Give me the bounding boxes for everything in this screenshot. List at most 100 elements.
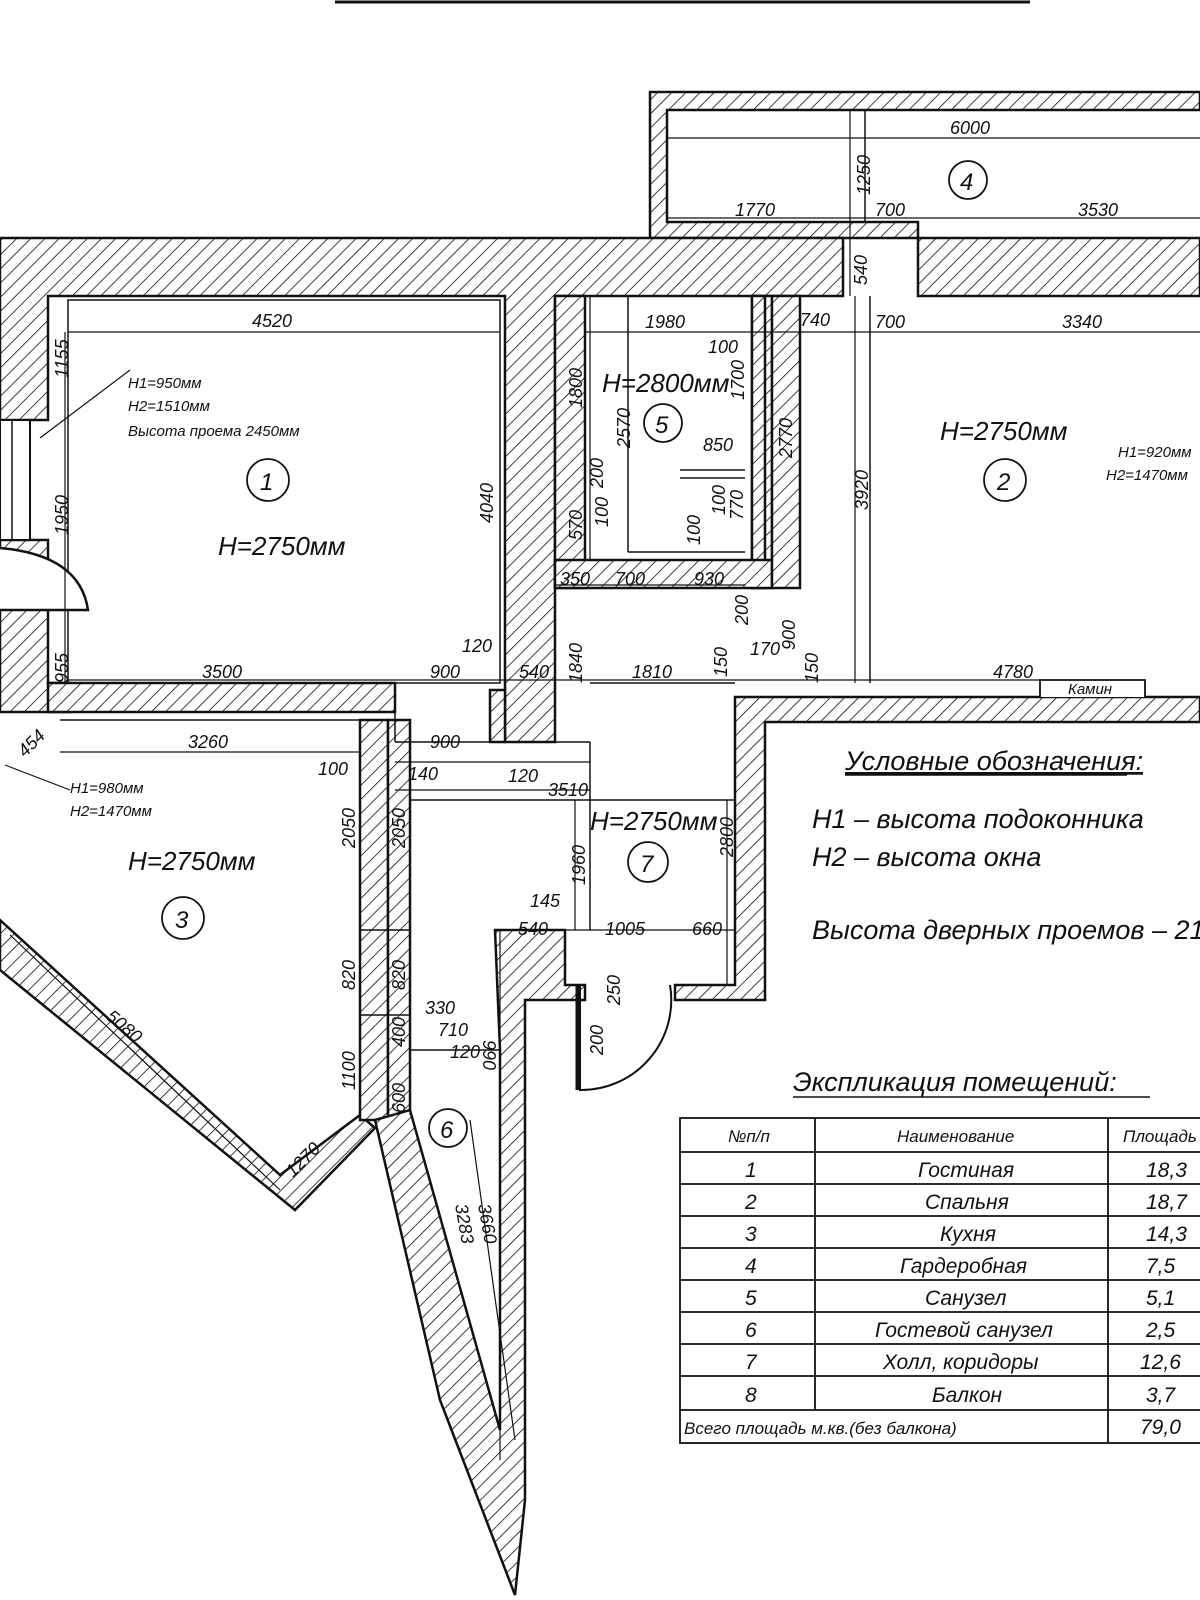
room-1-number: 1 <box>260 469 273 496</box>
dimension-label: 710 <box>438 1020 468 1040</box>
table-cell: Кухня <box>940 1223 996 1246</box>
table-cell: Спальня <box>925 1191 1009 1214</box>
wall-room3-right-inner <box>386 718 412 1122</box>
table-cell: 2 <box>744 1191 757 1214</box>
table-cell: 14,3 <box>1146 1223 1187 1246</box>
legend-door-note: Высота дверных проемов – 210 <box>812 915 1200 945</box>
table-cell: 8 <box>745 1384 757 1407</box>
table-cell: 2,5 <box>1145 1319 1176 1342</box>
dimension-label: 1100 <box>339 1051 359 1090</box>
wall-bath5-left <box>553 294 587 590</box>
dimension-label: 740 <box>800 310 830 330</box>
dimension-label: 4040 <box>477 483 497 523</box>
dimension-label: 3510 <box>548 780 588 800</box>
table-cell: 4 <box>745 1255 757 1278</box>
dimension-label: 900 <box>430 732 460 752</box>
dimension-label: 1950 <box>52 495 72 535</box>
table-cell: Холл, коридоры <box>882 1351 1039 1374</box>
dimension-label: 150 <box>711 647 731 677</box>
dimension-label: 990 <box>479 1040 499 1070</box>
table-cell: 7 <box>745 1351 758 1374</box>
room-3-height: H=2750мм <box>128 846 256 876</box>
dimension-label: 1840 <box>566 643 586 683</box>
wall-hall-left <box>488 688 507 744</box>
table-cell: 18,3 <box>1146 1159 1187 1182</box>
table-cell: Всего площадь м.кв.(без балкона) <box>684 1419 957 1438</box>
dimension-label: 4520 <box>252 311 292 331</box>
table-cell: 6 <box>745 1319 757 1342</box>
explication-table <box>679 1117 1200 1444</box>
wall-room3-right <box>358 718 390 1122</box>
table-row: 7 Холл, коридоры 12,6 <box>745 1351 1181 1374</box>
room-5-height: H=2800мм <box>602 368 730 398</box>
room1-window-opening: Высота проема 2450мм <box>128 423 300 440</box>
fireplace-label: Камин <box>1068 681 1112 698</box>
dimension-label: 454 <box>14 725 49 760</box>
room-2-height: H=2750мм <box>940 416 1068 446</box>
room2-window-h1: H1=920мм <box>1118 444 1192 461</box>
dimension-label: 170 <box>750 639 780 659</box>
table-row: 6 Гостевой санузел 2,5 <box>745 1319 1176 1342</box>
room2-window-h2: H2=1470мм <box>1106 467 1188 484</box>
table-row: 4 Гардеробная 7,5 <box>745 1255 1176 1278</box>
dimension-label: 3500 <box>202 662 242 682</box>
table-header-area: Площадь <box>1123 1127 1197 1146</box>
room1-window-h2: H2=1510мм <box>128 398 210 415</box>
dimension-label: 120 <box>508 766 538 786</box>
table-row: 8 Балкон 3,7 <box>745 1384 1177 1407</box>
room-3-number: 3 <box>175 907 189 934</box>
table-cell: Гостиная <box>918 1159 1014 1182</box>
legend-h1: H1 – высота подоконника <box>812 804 1144 834</box>
room-markers: 1 2 3 4 5 6 7 <box>161 160 1027 1148</box>
wall-top-right <box>916 236 1200 298</box>
dimension-label: 100 <box>708 337 738 357</box>
wall-room3-outer <box>0 918 377 1212</box>
dimension-label: 540 <box>851 255 871 285</box>
dimension-label: 100 <box>684 515 704 545</box>
dimension-label: 100 <box>709 485 729 515</box>
dimension-label: 330 <box>425 998 455 1018</box>
dimension-label: 2770 <box>776 418 796 459</box>
table-row: 5 Санузел 5,1 <box>745 1287 1175 1310</box>
fireplace: Камин <box>1039 679 1146 698</box>
dimension-label: 120 <box>462 636 492 656</box>
dimension-label: 2800 <box>717 817 737 858</box>
legend: Условные обозначения: H1 – высота подоко… <box>812 746 1200 945</box>
room3-window-h2: H2=1470мм <box>70 803 152 820</box>
dimension-label: 1810 <box>632 662 672 682</box>
dimension-label: 120 <box>450 1042 480 1062</box>
dimension-label: 900 <box>430 662 460 682</box>
dimension-label: 1005 <box>605 919 646 939</box>
dimension-label: 600 <box>389 1083 409 1113</box>
table-header-name: Наименование <box>897 1127 1014 1146</box>
room-7-number: 7 <box>640 851 655 878</box>
room-4-number: 4 <box>960 169 973 196</box>
dimension-label: 1250 <box>854 155 874 195</box>
table-cell: 79,0 <box>1140 1416 1181 1439</box>
dimension-label: 200 <box>732 595 752 626</box>
table-cell: Балкон <box>932 1384 1003 1407</box>
dimension-lines <box>4 110 1200 1460</box>
table-total-row: Всего площадь м.кв.(без балкона) 79,0 <box>684 1416 1181 1439</box>
dimension-label: 100 <box>318 759 348 779</box>
entrance-door <box>575 984 673 1092</box>
table-cell: 5,1 <box>1146 1287 1175 1310</box>
table-cell: 7,5 <box>1146 1255 1176 1278</box>
table-cell: 18,7 <box>1146 1191 1188 1214</box>
dimension-label: 2570 <box>614 408 634 449</box>
legend-title: Условные обозначения: <box>844 746 1143 776</box>
table-cell: Санузел <box>925 1287 1007 1310</box>
table-cell: 1 <box>745 1159 757 1182</box>
explication-title: Экспликация помещений: <box>793 1067 1117 1097</box>
room1-window-h1: H1=950мм <box>128 375 202 392</box>
room-7-height: H=2750мм <box>590 806 718 836</box>
dimension-label: 400 <box>389 1017 409 1047</box>
table-cell: Гостевой санузел <box>875 1319 1053 1342</box>
room-2-number: 2 <box>996 469 1010 496</box>
dimension-label: 820 <box>339 960 359 990</box>
table-header-num: №п/п <box>728 1127 770 1146</box>
dimension-label: 150 <box>802 653 822 683</box>
dimension-label: 1800 <box>566 368 586 408</box>
dimension-label: 930 <box>694 569 724 589</box>
room-6-number: 6 <box>440 1117 454 1144</box>
